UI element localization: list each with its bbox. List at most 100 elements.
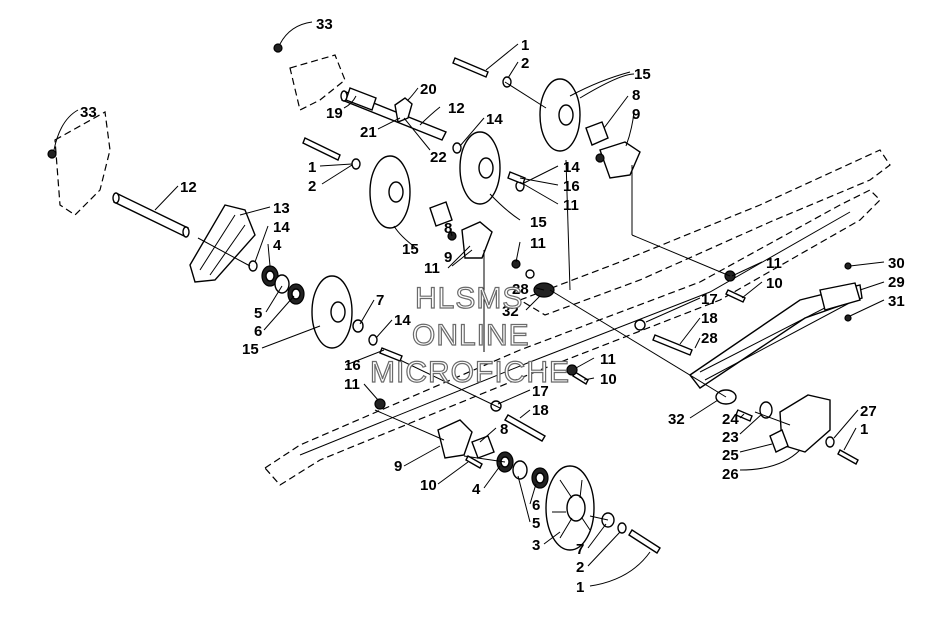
callout-15: 15 (402, 241, 419, 258)
callout-7: 7 (376, 292, 384, 309)
callout-10: 10 (420, 477, 437, 494)
callout-8: 8 (500, 421, 508, 438)
callout-2: 2 (576, 559, 584, 576)
callout-4: 4 (472, 481, 481, 498)
callout-15: 15 (530, 214, 547, 231)
callout-14: 14 (273, 219, 290, 236)
callout-32: 32 (502, 303, 519, 320)
spacer-23 (759, 401, 773, 419)
callout-11: 11 (600, 351, 616, 368)
callout-28: 28 (701, 330, 718, 347)
bushing-8-mid (429, 201, 453, 227)
callout-5: 5 (254, 305, 262, 322)
callout-1: 1 (576, 579, 584, 596)
callout-9: 9 (394, 458, 402, 475)
ring-5-left (274, 274, 290, 294)
callout-19: 19 (326, 105, 343, 122)
bracket-9-lower (437, 419, 473, 459)
callout-8: 8 (632, 87, 640, 104)
callout-leaders (53, 21, 885, 587)
watermark-line-2: ONLINE (412, 319, 530, 352)
callout-1: 1 (860, 421, 868, 438)
wheel-15-left-top (369, 155, 411, 229)
callout-32: 32 (668, 411, 685, 428)
left-rail (264, 189, 881, 486)
bracket-13 (189, 204, 256, 283)
callout-29: 29 (888, 274, 905, 291)
callout-15: 15 (242, 341, 259, 358)
callout-25: 25 (722, 447, 739, 464)
shaft-left (112, 192, 190, 238)
callout-31: 31 (888, 293, 905, 310)
callout-5: 5 (532, 515, 540, 532)
callout-7: 7 (576, 541, 584, 558)
bolts (302, 57, 859, 554)
bushing-8-low (471, 435, 495, 459)
callout-10: 10 (766, 275, 783, 292)
callout-4: 4 (273, 237, 282, 254)
callout-3: 3 (532, 537, 540, 554)
right-rail (518, 149, 891, 316)
callout-14: 14 (394, 312, 411, 329)
callout-24: 24 (722, 411, 739, 428)
arm-end-29 (819, 282, 861, 311)
callout-2: 2 (521, 55, 529, 72)
pins (379, 171, 753, 422)
callout-20: 20 (420, 81, 437, 98)
callout-26: 26 (722, 466, 739, 483)
watermark: HLSMS ONLINE MICROFICHE (369, 281, 570, 389)
spacer-25 (769, 429, 789, 453)
callout-16: 16 (344, 357, 361, 374)
callout-13: 13 (273, 200, 290, 217)
callout-10: 10 (600, 371, 617, 388)
wheel-15-left-bottom (311, 275, 353, 349)
callout-14: 14 (486, 111, 503, 128)
bearing-6-lower (531, 467, 549, 489)
callout-11: 11 (344, 376, 360, 393)
callout-21: 21 (360, 124, 377, 141)
bracket-9-upper (599, 141, 641, 179)
callout-16: 16 (563, 178, 580, 195)
callout-11: 11 (530, 235, 546, 252)
bearing-6-left (287, 283, 305, 305)
bearing-4-left (261, 265, 279, 287)
callout-28: 28 (512, 281, 529, 298)
callout-12: 12 (180, 179, 197, 196)
spacer-19 (345, 87, 377, 111)
callout-15: 15 (634, 66, 651, 83)
bushing-8-top (585, 121, 609, 146)
callout-30: 30 (888, 255, 905, 272)
callout-9: 9 (444, 249, 452, 266)
callout-1: 1 (308, 159, 316, 176)
watermark-line-3: MICROFICHE (370, 356, 570, 389)
upper-frame-plate (289, 54, 346, 111)
callout-11: 11 (563, 197, 579, 214)
callout-12: 12 (448, 100, 465, 117)
callout-33: 33 (316, 16, 333, 33)
spring-arm-28 (688, 284, 863, 389)
callout-2: 2 (308, 178, 316, 195)
callout-23: 23 (722, 429, 739, 446)
wheel-15-center (459, 131, 501, 205)
callout-17: 17 (532, 383, 549, 400)
callout-18: 18 (532, 402, 549, 419)
callout-27: 27 (860, 403, 877, 420)
callout-8: 8 (444, 220, 452, 237)
left-frame-plate (54, 111, 111, 216)
callout-14: 14 (563, 159, 580, 176)
assembly-lines (197, 81, 791, 521)
watermark-line-1: HLSMS (415, 282, 523, 315)
callout-11: 11 (766, 255, 782, 272)
callout-9: 9 (632, 106, 640, 123)
callout-labels: 33 33 1 2 15 20 12 19 21 22 14 8 9 1 2 1… (80, 16, 905, 596)
callout-22: 22 (430, 149, 447, 166)
callout-6: 6 (532, 497, 540, 514)
callout-33: 33 (80, 104, 97, 121)
callout-18: 18 (701, 310, 718, 327)
callout-6: 6 (254, 323, 262, 340)
ring-5-lower (512, 460, 528, 480)
wheel-3 (545, 465, 595, 551)
callout-11: 11 (424, 260, 440, 277)
callout-1: 1 (521, 37, 529, 54)
